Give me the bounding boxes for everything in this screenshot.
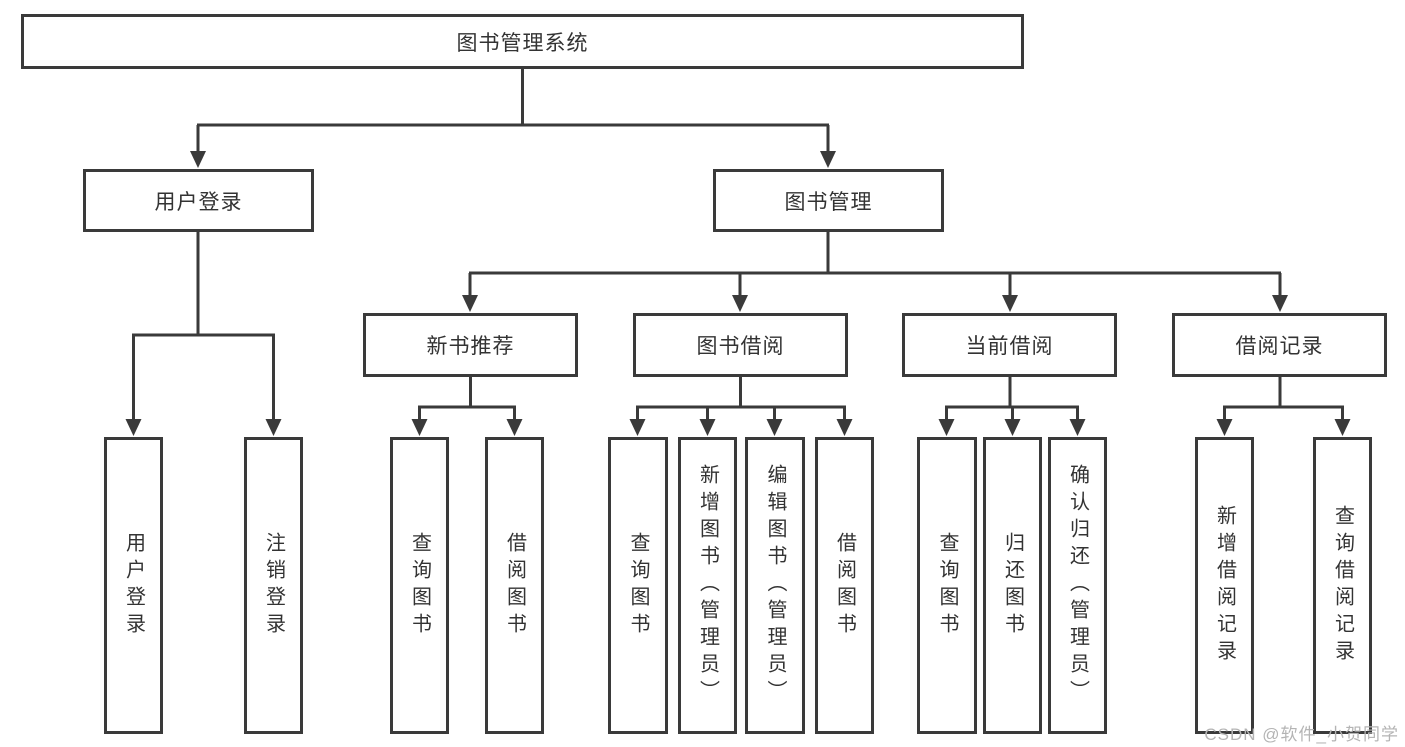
leaf-label: 新增图书（管理员） [696,464,719,707]
leaf-query-borrow-record: 查询借阅记录 [1313,437,1372,734]
node-current-borrow: 当前借阅 [902,313,1117,377]
node-book-borrow: 图书借阅 [633,313,848,377]
node-book-management: 图书管理 [713,169,944,232]
leaf-logout: 注销登录 [244,437,303,734]
leaf-label: 注销登录 [262,531,285,640]
leaf-return-book: 归还图书 [983,437,1042,734]
leaf-add-borrow-record: 新增借阅记录 [1195,437,1254,734]
leaf-add-book-admin: 新增图书（管理员） [678,437,737,734]
leaf-user-login: 用户登录 [104,437,163,734]
leaf-label: 查询图书 [627,531,649,640]
leaf-confirm-return-admin: 确认归还（管理员） [1048,437,1107,734]
node-book-management-label: 图书管理 [784,190,873,214]
leaf-label: 归还图书 [1001,531,1024,640]
node-root: 图书管理系统 [21,14,1024,69]
leaf-label: 编辑图书（管理员） [764,464,786,707]
node-user-login-label: 用户登录 [154,190,243,214]
leaf-query-book-borrow: 查询图书 [608,437,668,734]
leaf-label: 用户登录 [122,531,145,640]
leaf-label: 确认归还（管理员） [1066,464,1089,707]
leaf-label: 新增借阅记录 [1213,504,1236,667]
leaf-borrow-book: 借阅图书 [815,437,874,734]
node-user-login: 用户登录 [83,169,314,232]
leaf-label: 查询借阅记录 [1331,504,1354,667]
node-current-borrow-label: 当前借阅 [965,335,1054,358]
node-borrow-records-label: 借阅记录 [1235,335,1324,358]
leaf-borrow-book-recommend: 借阅图书 [485,437,544,734]
node-book-borrow-label: 图书借阅 [696,335,785,358]
leaf-label: 查询图书 [936,531,958,640]
node-borrow-records: 借阅记录 [1172,313,1387,377]
leaf-label: 借阅图书 [503,531,526,640]
leaf-query-book-recommend: 查询图书 [390,437,449,734]
node-root-label: 图书管理系统 [456,31,589,55]
watermark: CSDN @软件_小贺同学 [1204,725,1399,744]
leaf-label: 查询图书 [408,531,431,640]
leaf-edit-book-admin: 编辑图书（管理员） [745,437,805,734]
node-new-book-recommend-label: 新书推荐 [426,335,515,358]
node-new-book-recommend: 新书推荐 [363,313,578,377]
leaf-query-book-current: 查询图书 [917,437,977,734]
leaf-label: 借阅图书 [833,531,856,640]
